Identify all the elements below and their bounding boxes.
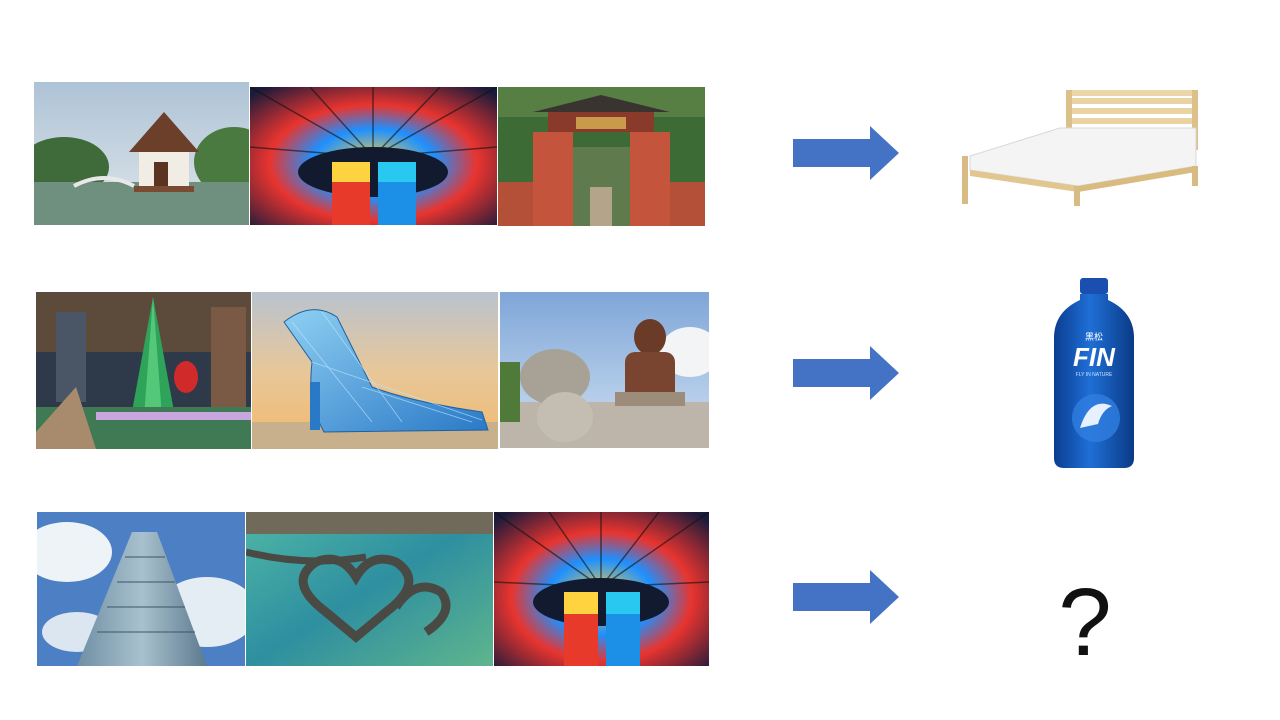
lake-pavilion-photo (34, 82, 249, 225)
right-arrow-icon (793, 126, 899, 180)
bottle-brand-text: FIN (1073, 342, 1116, 372)
skyscraper-tower-photo (37, 512, 245, 666)
heart-stone-weir-photo (246, 512, 493, 666)
bottle-top-text: 黑松 (1085, 331, 1103, 343)
bottle-tagline-text: FLY IN NATURE (1076, 372, 1113, 378)
christmas-tree-plaza-photo (36, 292, 251, 449)
stained-glass-dome-photo (494, 512, 709, 666)
glass-high-heel-church-photo (252, 292, 498, 449)
red-temple-gate-photo (498, 87, 705, 226)
right-arrow-icon (793, 346, 899, 400)
stained-glass-dome-photo (250, 87, 497, 225)
right-arrow-icon (793, 570, 899, 624)
wooden-bed-photo (958, 88, 1200, 206)
water-bottle-photo: 黑松 FIN FLY IN NATURE (1050, 278, 1138, 468)
stone-lion-buddha-photo (500, 292, 709, 448)
question-mark-answer: ? (1058, 569, 1112, 676)
